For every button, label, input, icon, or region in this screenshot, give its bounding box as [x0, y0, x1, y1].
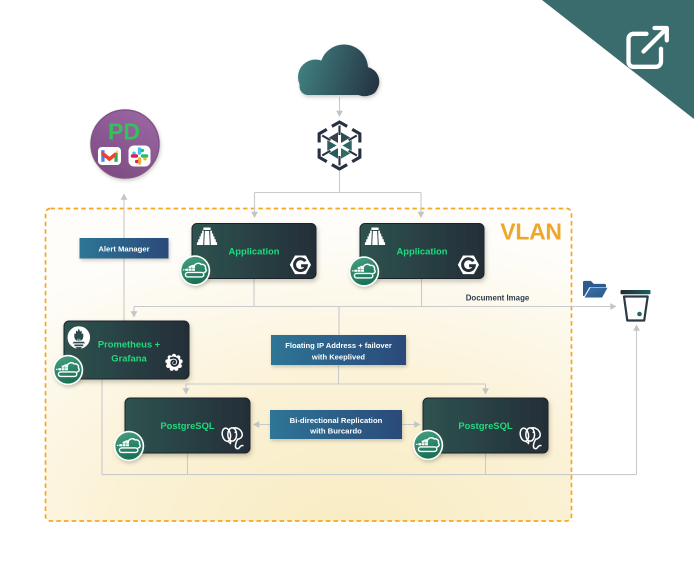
svg-text:with Burcardo: with Burcardo — [309, 426, 362, 435]
svg-text:Document Image: Document Image — [466, 294, 530, 303]
svg-text:Alert Manager: Alert Manager — [98, 245, 149, 254]
svg-text:Grafana: Grafana — [111, 353, 147, 364]
svg-text:PostgreSQL: PostgreSQL — [458, 420, 512, 431]
svg-text:Floating IP Address + failover: Floating IP Address + failover — [285, 341, 392, 350]
svg-text:Application: Application — [396, 246, 447, 257]
svg-text:PostgreSQL: PostgreSQL — [160, 420, 214, 431]
svg-text:Prometheus +: Prometheus + — [98, 339, 161, 350]
svg-text:Bi-directional Replication: Bi-directional Replication — [290, 416, 383, 425]
svg-text:PD: PD — [108, 119, 140, 145]
svg-text:VLAN: VLAN — [500, 219, 561, 245]
svg-text:with Keeplived: with Keeplived — [311, 353, 366, 362]
svg-text:Application: Application — [228, 246, 279, 257]
